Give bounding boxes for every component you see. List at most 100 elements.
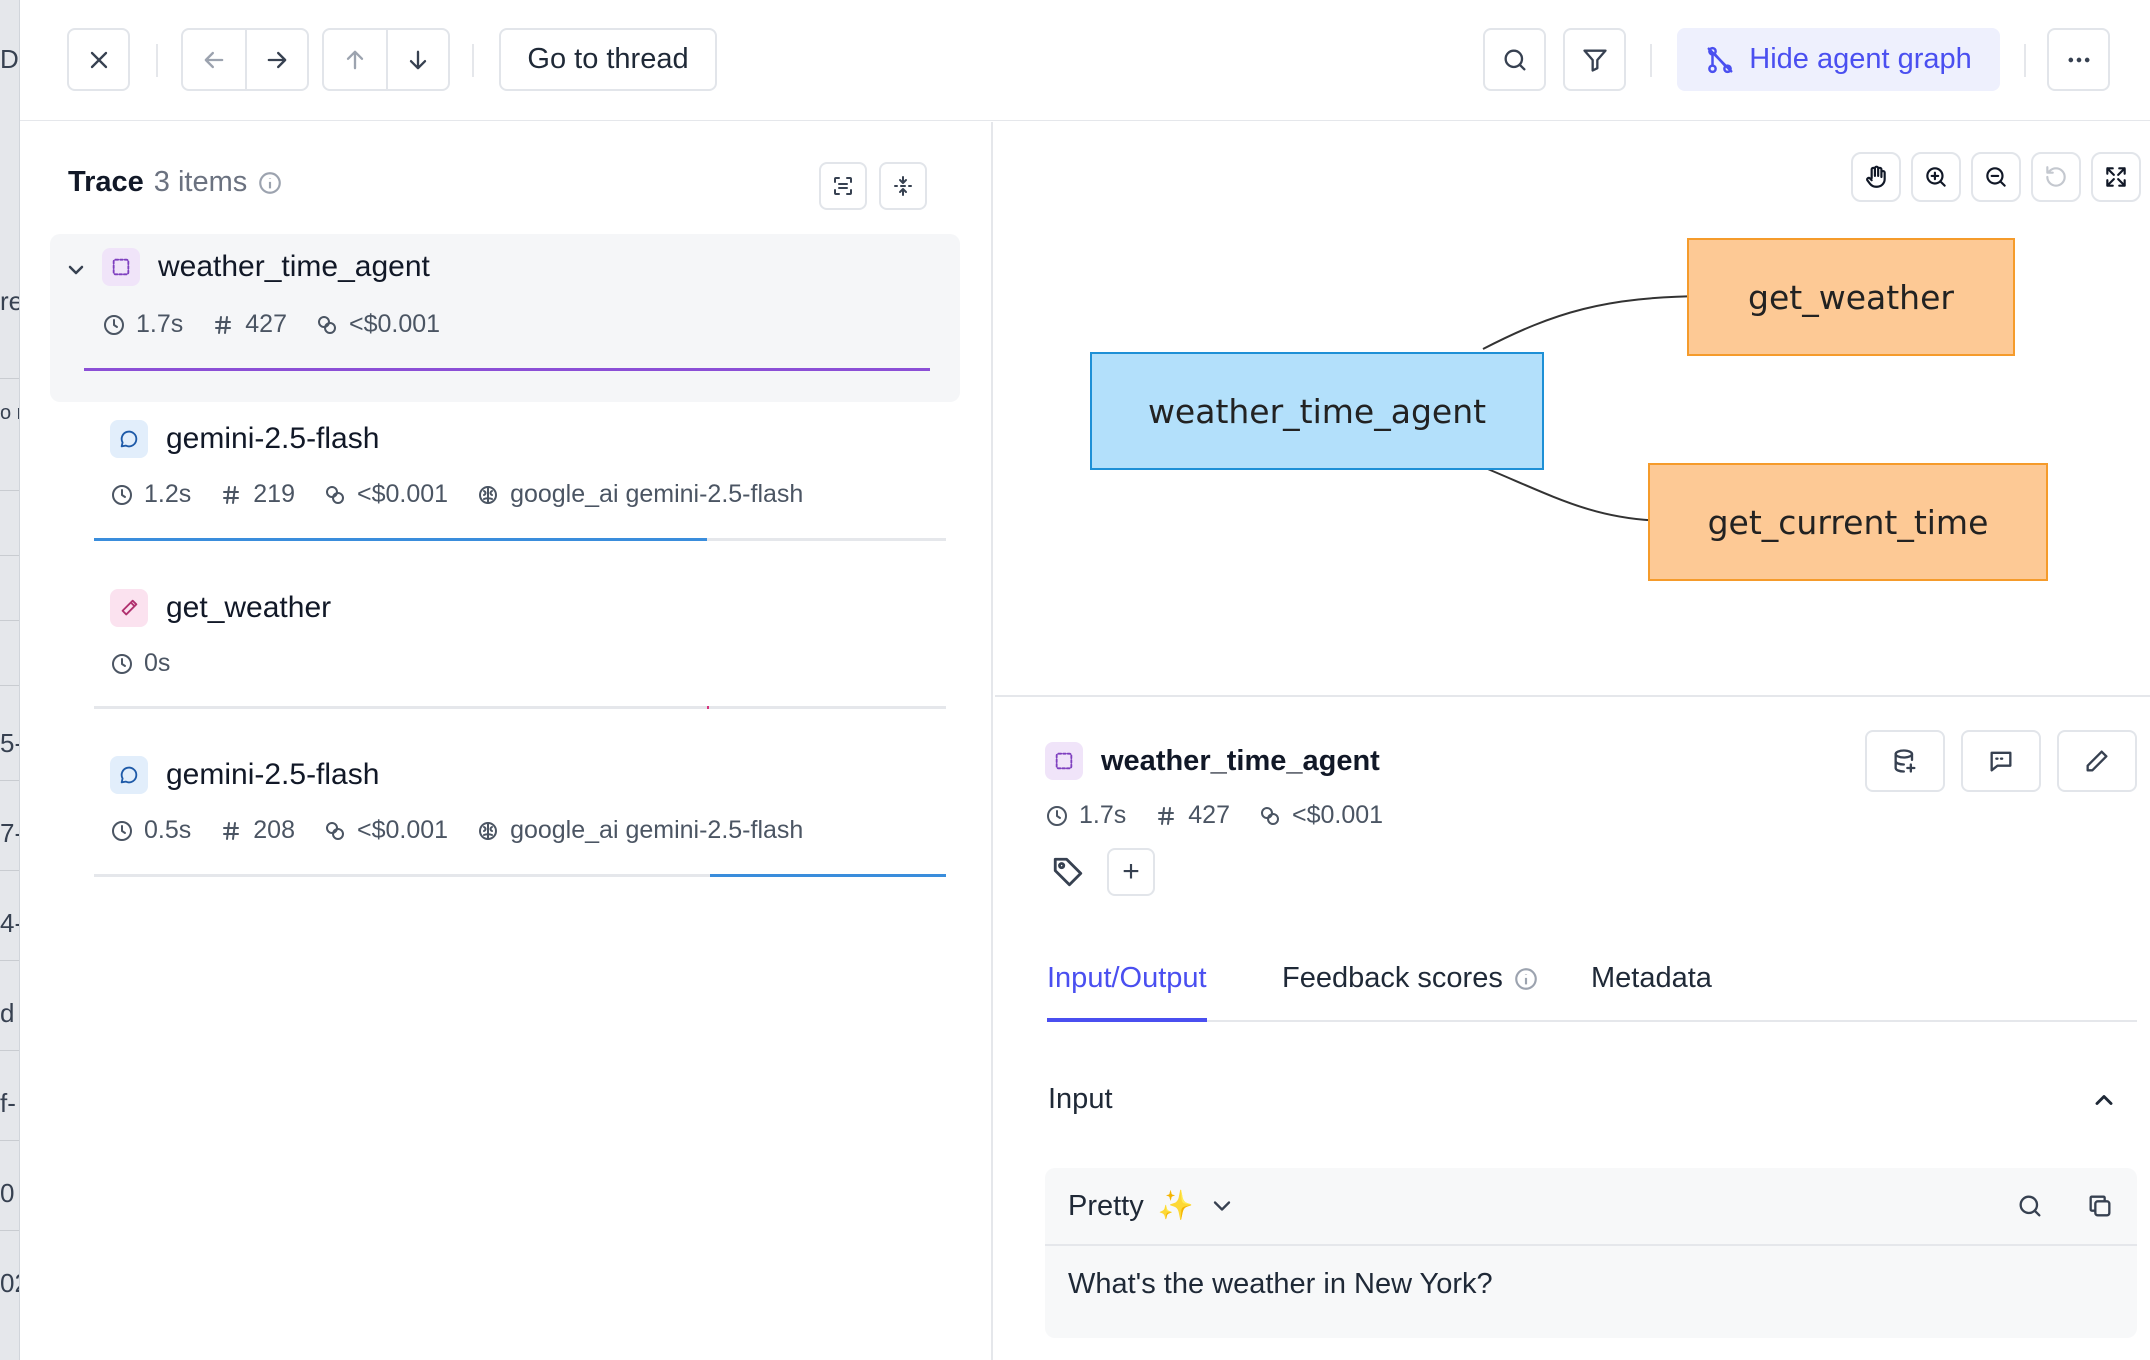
brain-icon — [479, 821, 498, 840]
bg-fragment: f- — [0, 1088, 16, 1118]
expand-all-button[interactable] — [819, 162, 867, 210]
more-options-button[interactable] — [2047, 28, 2110, 91]
format-select[interactable]: Pretty ✨ — [1068, 1189, 1236, 1223]
graph-node-tool[interactable]: get_current_time — [1648, 463, 2048, 581]
chevron-down-icon — [1213, 1201, 1231, 1211]
chevron-up-icon — [2095, 1094, 2113, 1105]
tab-metadata[interactable]: Metadata — [1591, 962, 1712, 994]
span-tokens: 208 — [253, 816, 295, 844]
filter-icon — [1582, 49, 1607, 72]
hammer-icon — [110, 589, 148, 627]
agent-icon — [102, 248, 140, 286]
bg-fragment: 7- — [0, 818, 19, 848]
span-tokens: 427 — [245, 310, 287, 338]
filter-button[interactable] — [1563, 28, 1626, 91]
brain-icon — [479, 485, 498, 504]
span-name: gemini-2.5-flash — [166, 422, 380, 455]
format-label: Pretty — [1068, 1189, 1144, 1222]
search-icon — [1504, 49, 1525, 71]
down-button[interactable] — [386, 30, 448, 89]
tag-icon — [1053, 857, 1083, 887]
coins-icon — [1260, 806, 1279, 825]
search-icon[interactable] — [2016, 1192, 2044, 1220]
next-button[interactable] — [245, 30, 307, 89]
span-title[interactable]: get_weather — [110, 589, 331, 627]
add-tag-button[interactable]: + — [1107, 848, 1155, 896]
bg-fragment: 5- — [0, 728, 19, 758]
info-icon[interactable] — [257, 170, 283, 196]
close-button[interactable] — [67, 28, 130, 91]
trace-detail-panel: Go to thread Hide agent graph Trace 3 it… — [20, 0, 2150, 1360]
zoom-in-button[interactable] — [1911, 152, 1961, 202]
hide-agent-graph-button[interactable]: Hide agent graph — [1677, 28, 2000, 91]
input-viewer: Pretty ✨ What's the weather in New York? — [1045, 1168, 2137, 1338]
zoom-in-icon — [1926, 167, 1946, 187]
comment-button[interactable] — [1961, 730, 2041, 792]
tab-feedback-scores[interactable]: Feedback scores — [1282, 948, 1539, 1022]
chat-bubble-icon — [110, 756, 148, 794]
zoom-out-icon — [1986, 167, 2006, 187]
chevron-down-icon[interactable] — [64, 258, 88, 282]
edit-button[interactable] — [2057, 730, 2137, 792]
span-meta: 0.5s 208 <$0.001 google_ai gemini-2.5-fl… — [110, 816, 803, 845]
span-title[interactable]: gemini-2.5-flash — [110, 420, 379, 458]
details-duration: 1.7s — [1079, 801, 1127, 829]
hash-icon — [215, 315, 232, 334]
add-to-dataset-button[interactable] — [1865, 730, 1945, 792]
graph-node-agent[interactable]: weather_time_agent — [1090, 352, 1544, 470]
tab-input-output[interactable]: Input/Output — [1047, 948, 1207, 1022]
details-tabs: Input/Output Feedback scores Metadata — [1047, 948, 2137, 1022]
bg-fragment: re — [0, 286, 19, 316]
up-button[interactable] — [324, 30, 386, 89]
collapse-all-button[interactable] — [879, 162, 927, 210]
span-tokens: 219 — [253, 480, 295, 508]
details-meta: 1.7s 427 <$0.001 — [1045, 801, 1383, 830]
zoom-out-button[interactable] — [1971, 152, 2021, 202]
database-plus-icon — [1894, 749, 1916, 773]
pan-tool-button[interactable] — [1851, 152, 1901, 202]
go-to-thread-button[interactable]: Go to thread — [499, 28, 717, 91]
arrow-down-icon — [409, 50, 427, 69]
span-name: gemini-2.5-flash — [166, 758, 380, 791]
reset-view-button[interactable] — [2031, 152, 2081, 202]
details-tokens: 427 — [1188, 801, 1230, 829]
background-table-sliver: De re o r 5- 7- 4- d f- 0 02 — [0, 0, 20, 1360]
details-span-name: weather_time_agent — [1101, 744, 1380, 777]
info-icon — [1514, 968, 1537, 990]
graph-node-tool[interactable]: get_weather — [1687, 238, 2015, 356]
hash-icon — [223, 821, 240, 840]
bg-fragment: 4- — [0, 908, 19, 938]
input-section-header[interactable]: Input — [1048, 1083, 2138, 1116]
previous-button[interactable] — [183, 30, 245, 89]
graph-edge — [1482, 466, 1669, 531]
arrow-up-icon — [346, 50, 364, 69]
chat-bubble-icon — [110, 420, 148, 458]
rotate-ccw-icon — [2046, 166, 2066, 187]
copy-icon[interactable] — [2086, 1192, 2114, 1220]
coins-icon — [325, 485, 344, 504]
shrink-icon — [894, 176, 912, 196]
span-cost: <$0.001 — [356, 816, 449, 844]
hide-agent-graph-label: Hide agent graph — [1749, 43, 1972, 75]
span-cost: <$0.001 — [356, 480, 449, 508]
search-button[interactable] — [1483, 28, 1546, 91]
fullscreen-button[interactable] — [2091, 152, 2141, 202]
bg-fragment: 0 — [0, 1178, 15, 1208]
span-name: get_weather — [166, 591, 332, 624]
span-timeline — [94, 874, 946, 877]
clock-icon — [104, 314, 124, 335]
input-viewer-header: Pretty ✨ — [1045, 1168, 2137, 1246]
span-title[interactable]: gemini-2.5-flash — [110, 756, 379, 794]
span-timeline — [94, 706, 946, 709]
span-model: google_ai gemini-2.5-flash — [510, 816, 804, 844]
arrow-left-icon — [204, 51, 224, 68]
graph-edge — [1482, 286, 1707, 350]
span-timeline — [84, 368, 930, 371]
bg-fragment: o r — [0, 402, 19, 424]
maximize-icon — [2106, 167, 2126, 187]
trace-span-row[interactable]: weather_time_agent 1.7s 427 <$0.001 — [50, 234, 960, 402]
hash-icon — [223, 485, 240, 504]
tab-feedback-scores-label: Feedback scores — [1282, 962, 1503, 994]
timeline-bar — [709, 874, 946, 877]
timeline-bar — [707, 706, 710, 709]
